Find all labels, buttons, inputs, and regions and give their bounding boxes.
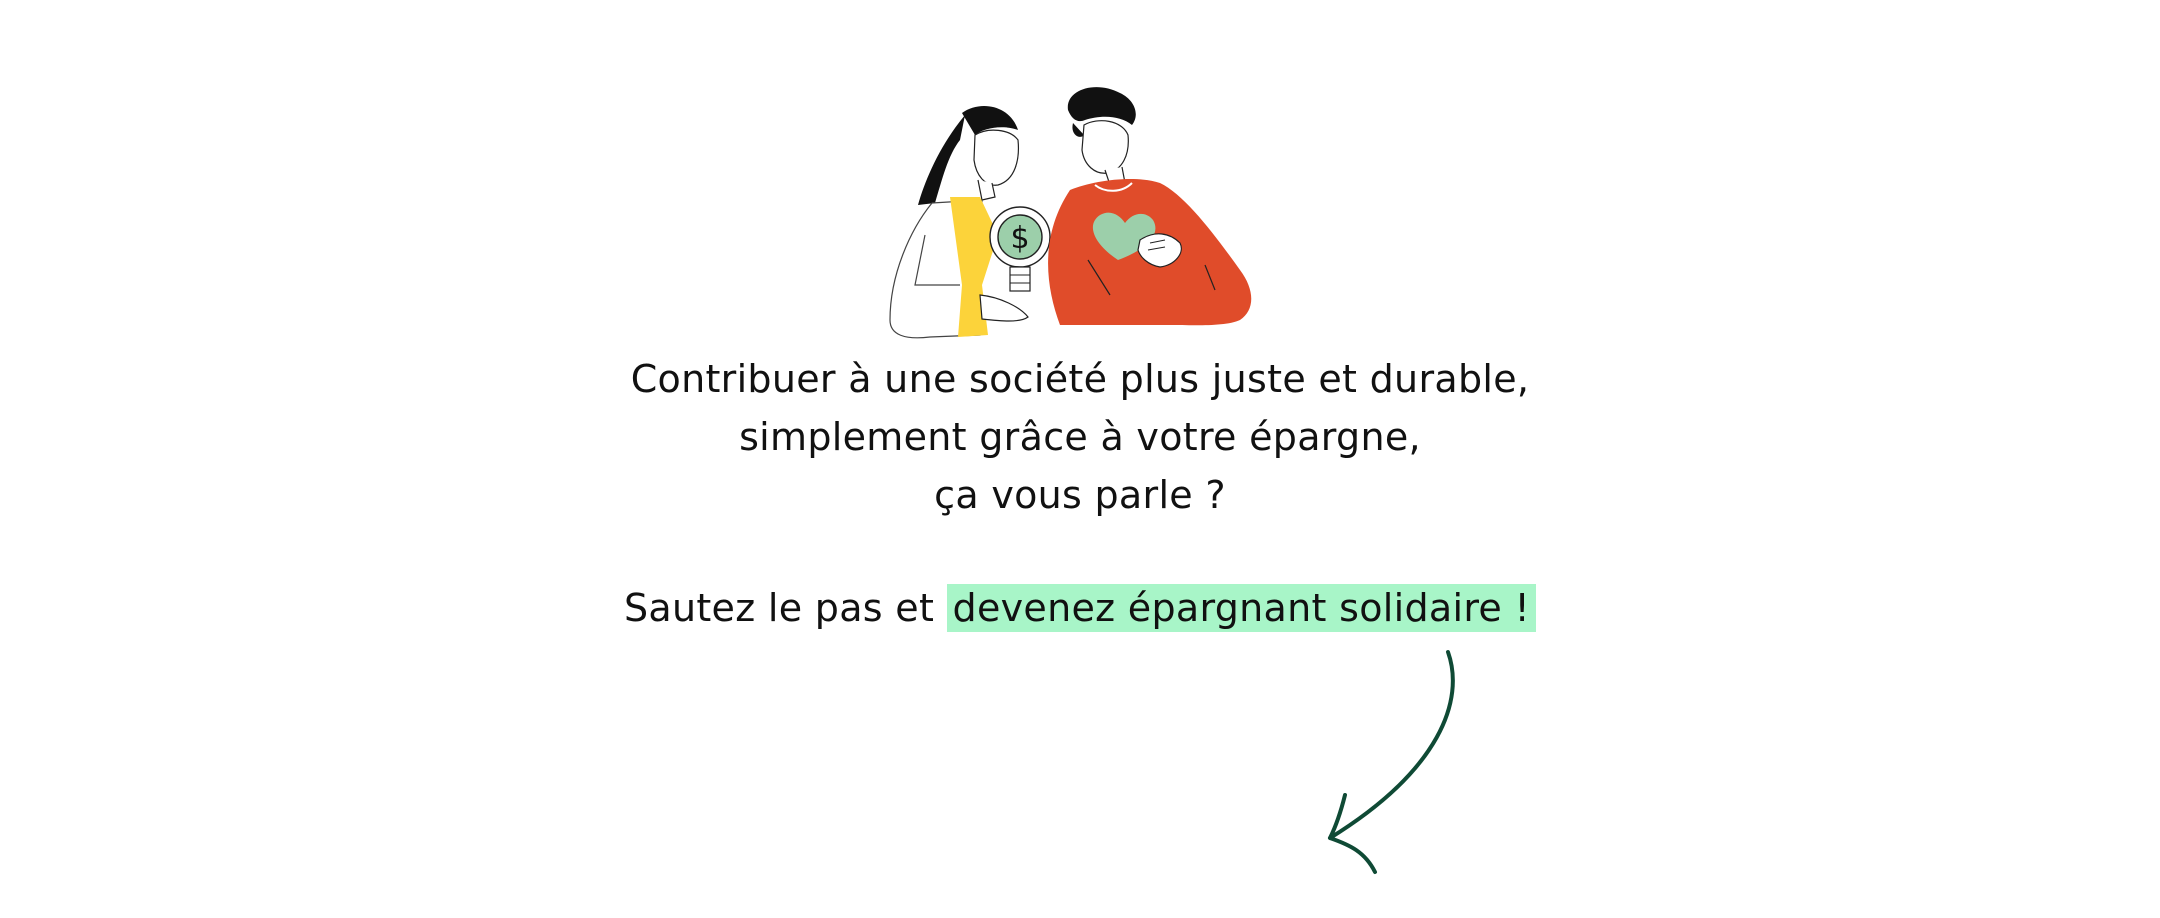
- couple-savings-illustration: $: [889, 87, 1252, 339]
- intro-message: Contribuer à une société plus juste et d…: [480, 350, 1680, 524]
- dollar-lightbulb-icon: $: [989, 206, 1051, 292]
- curved-arrow-down-left-icon: [1328, 650, 1455, 874]
- call-to-action: Sautez le pas et devenez épargnant solid…: [480, 579, 1680, 637]
- message-line-2: simplement grâce à votre épargne,: [739, 415, 1421, 459]
- svg-text:$: $: [1010, 221, 1029, 256]
- yellow-vest: [950, 197, 998, 337]
- cta-highlight: devenez épargnant solidaire !: [946, 584, 1537, 632]
- woman-figure: [889, 106, 1029, 339]
- message-line-1: Contribuer à une société plus juste et d…: [630, 357, 1530, 401]
- cta-prefix: Sautez le pas et: [623, 586, 935, 630]
- message-line-3: ça vous parle ?: [934, 473, 1226, 517]
- man-figure: [1048, 87, 1252, 326]
